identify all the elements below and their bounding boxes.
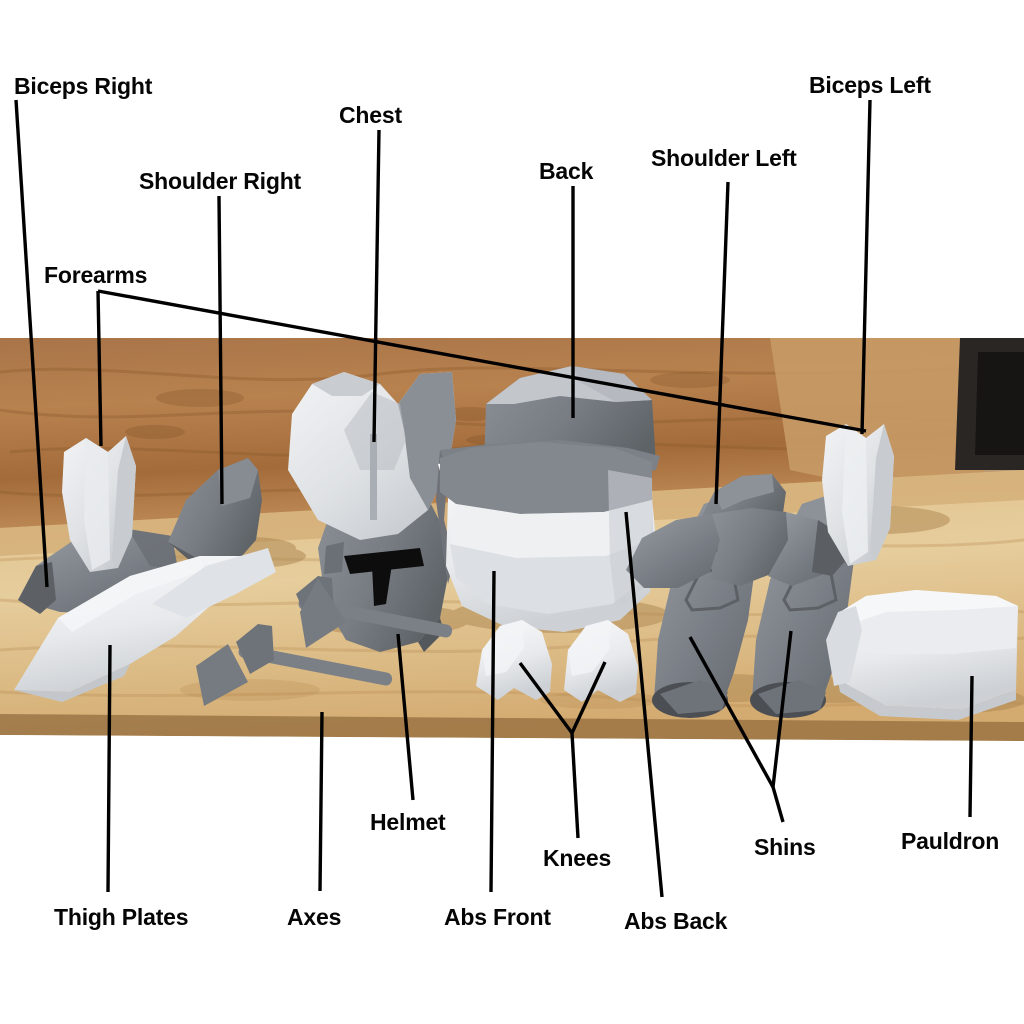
label-thigh-plates: Thigh Plates [54, 904, 189, 930]
leader-line-shoulder-left [714, 181, 730, 505]
label-shins: Shins [754, 834, 816, 860]
leader-line-axes [318, 711, 324, 892]
label-biceps-left: Biceps Left [809, 72, 931, 98]
leader-line-group [14, 99, 974, 898]
part-knee-right [564, 620, 638, 702]
leader-line-thigh-plates [106, 644, 112, 893]
leader-line-knees-b [570, 661, 607, 734]
label-biceps-right: Biceps Right [14, 73, 153, 99]
leader-line-shins-b [771, 630, 793, 788]
leader-line-shins-a [688, 636, 775, 788]
photo-content [0, 338, 1024, 741]
leader-line-shoulder-right [217, 195, 224, 505]
part-axe-lower [196, 624, 393, 706]
leader-line-knees-a [518, 661, 574, 735]
label-knees: Knees [543, 845, 612, 871]
leader-line-biceps-right [14, 99, 49, 588]
label-shoulder-left: Shoulder Left [651, 145, 797, 171]
label-forearms: Forearms [44, 262, 148, 288]
label-abs-back: Abs Back [624, 908, 728, 934]
leader-line-forearms-a [96, 290, 103, 447]
leader-line-pauldron [968, 675, 974, 818]
part-forearm-left [62, 436, 136, 572]
part-axe-upper [296, 576, 453, 648]
part-thigh-plate [14, 548, 276, 702]
label-pauldron: Pauldron [901, 828, 1000, 854]
part-forearm-right [822, 424, 894, 566]
leader-line-forearms-b [97, 289, 867, 433]
leader-line-helmet [396, 633, 415, 801]
leader-line-abs-front [489, 570, 496, 893]
part-abs-front [438, 442, 656, 632]
label-back: Back [539, 158, 594, 184]
label-axes: Axes [287, 904, 342, 930]
leader-line-chest [372, 129, 381, 443]
label-helmet: Helmet [370, 809, 446, 835]
leader-line-shins-stem [771, 786, 785, 823]
leader-line-biceps-left [860, 99, 872, 435]
label-abs-front: Abs Front [444, 904, 551, 930]
label-chest: Chest [339, 102, 402, 128]
part-biceps-left [626, 508, 848, 588]
leader-line-abs-back [624, 511, 664, 898]
leader-line-knees-stem [570, 732, 580, 839]
label-shoulder-right: Shoulder Right [139, 168, 302, 194]
